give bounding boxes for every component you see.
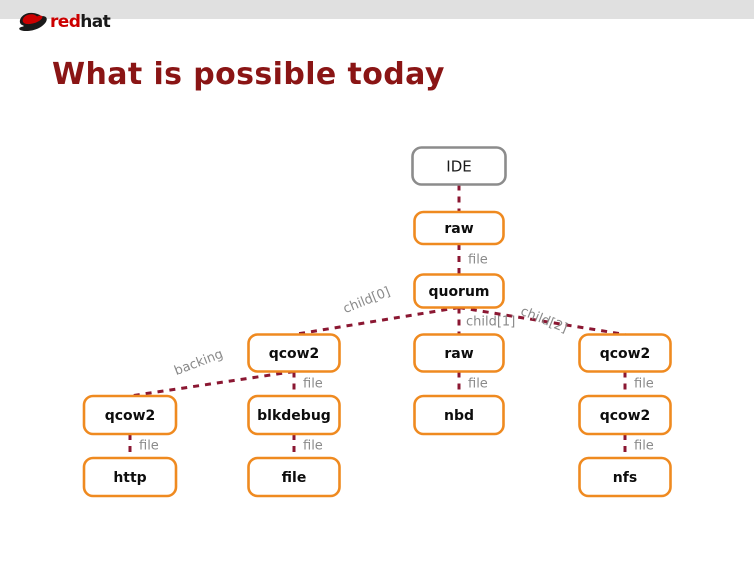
node-label: qcow2	[600, 346, 651, 362]
edge-label-e6: backing	[172, 347, 225, 379]
node-box	[413, 210, 505, 246]
edge-label-e2: file	[468, 253, 488, 268]
node-label: raw	[444, 221, 473, 237]
node-label: quorum	[428, 284, 489, 300]
page-title: What is possible today	[52, 57, 445, 92]
edge-qcow2_c2-to-qcow2_c1	[129, 370, 295, 398]
node-file_leaf[interactable]: file	[247, 456, 341, 498]
node-label: nbd	[444, 408, 474, 424]
node-http[interactable]: http	[82, 456, 178, 498]
logo-text-red: red	[50, 11, 81, 32]
node-qcow2_c4b[interactable]: qcow2	[578, 394, 672, 436]
node-box	[411, 146, 507, 186]
node-label: blkdebug	[257, 408, 331, 424]
edge-label-e12: file	[634, 439, 654, 454]
logo-wordmark: redhat	[50, 11, 111, 32]
node-label: qcow2	[105, 408, 156, 424]
redhat-logo: redhat	[18, 9, 130, 35]
edge-label-e7: file	[303, 377, 323, 392]
node-label: qcow2	[269, 346, 320, 362]
nodes-layer: IDE raw quorum qcow2 raw qcow2 qcow2 blkdebug nb…	[82, 146, 672, 498]
block-graph-diagram: IDE raw quorum qcow2 raw qcow2 qcow2 blkdebug nb…	[0, 120, 754, 520]
node-box	[247, 456, 341, 498]
node-label: http	[113, 470, 146, 486]
node-box	[578, 394, 672, 436]
node-ide[interactable]: IDE	[411, 146, 507, 186]
node-label: qcow2	[600, 408, 651, 424]
node-qcow2_c4[interactable]: qcow2	[578, 333, 672, 373]
node-box	[82, 456, 178, 498]
node-box	[247, 394, 341, 436]
logo-text-black: hat	[80, 11, 111, 32]
edge-labels-layer: file child[0] child[1]child[2] backing file f…	[139, 253, 654, 454]
edge-label-e9: file	[634, 377, 654, 392]
node-box	[578, 456, 672, 498]
node-label: IDE	[446, 158, 471, 176]
node-box	[82, 394, 178, 436]
edge-label-e3: child[0]	[341, 285, 392, 317]
node-box	[413, 394, 505, 436]
node-raw1[interactable]: raw	[413, 210, 505, 246]
node-label: nfs	[613, 470, 637, 486]
node-raw2[interactable]: raw	[413, 333, 505, 373]
edges-layer	[128, 184, 627, 458]
redhat-shadowman-icon	[19, 12, 47, 32]
edge-label-e11: file	[303, 439, 323, 454]
edge-label-e4: child[1]	[466, 315, 515, 330]
node-qcow2_c1[interactable]: qcow2	[82, 394, 178, 436]
node-quorum[interactable]: quorum	[413, 273, 505, 309]
node-nbd[interactable]: nbd	[413, 394, 505, 436]
diagram-canvas: IDE raw quorum qcow2 raw qcow2 qcow2 blkdebug nb…	[82, 146, 672, 498]
edge-label-e10: file	[139, 439, 159, 454]
node-box	[413, 273, 505, 309]
edge-label-e8: file	[468, 377, 488, 392]
node-qcow2_c2[interactable]: qcow2	[247, 333, 341, 373]
node-box	[413, 333, 505, 373]
node-box	[247, 333, 341, 373]
header-bar	[0, 0, 754, 19]
node-blkdebug[interactable]: blkdebug	[247, 394, 341, 436]
node-nfs[interactable]: nfs	[578, 456, 672, 498]
edge-quorum-to-qcow2_c2	[293, 306, 460, 336]
edge-label-e5: child[2]	[518, 304, 569, 336]
edge-quorum-to-qcow2_c4	[458, 306, 626, 336]
node-label: file	[282, 470, 307, 486]
node-box	[578, 333, 672, 373]
node-label: raw	[444, 346, 473, 362]
